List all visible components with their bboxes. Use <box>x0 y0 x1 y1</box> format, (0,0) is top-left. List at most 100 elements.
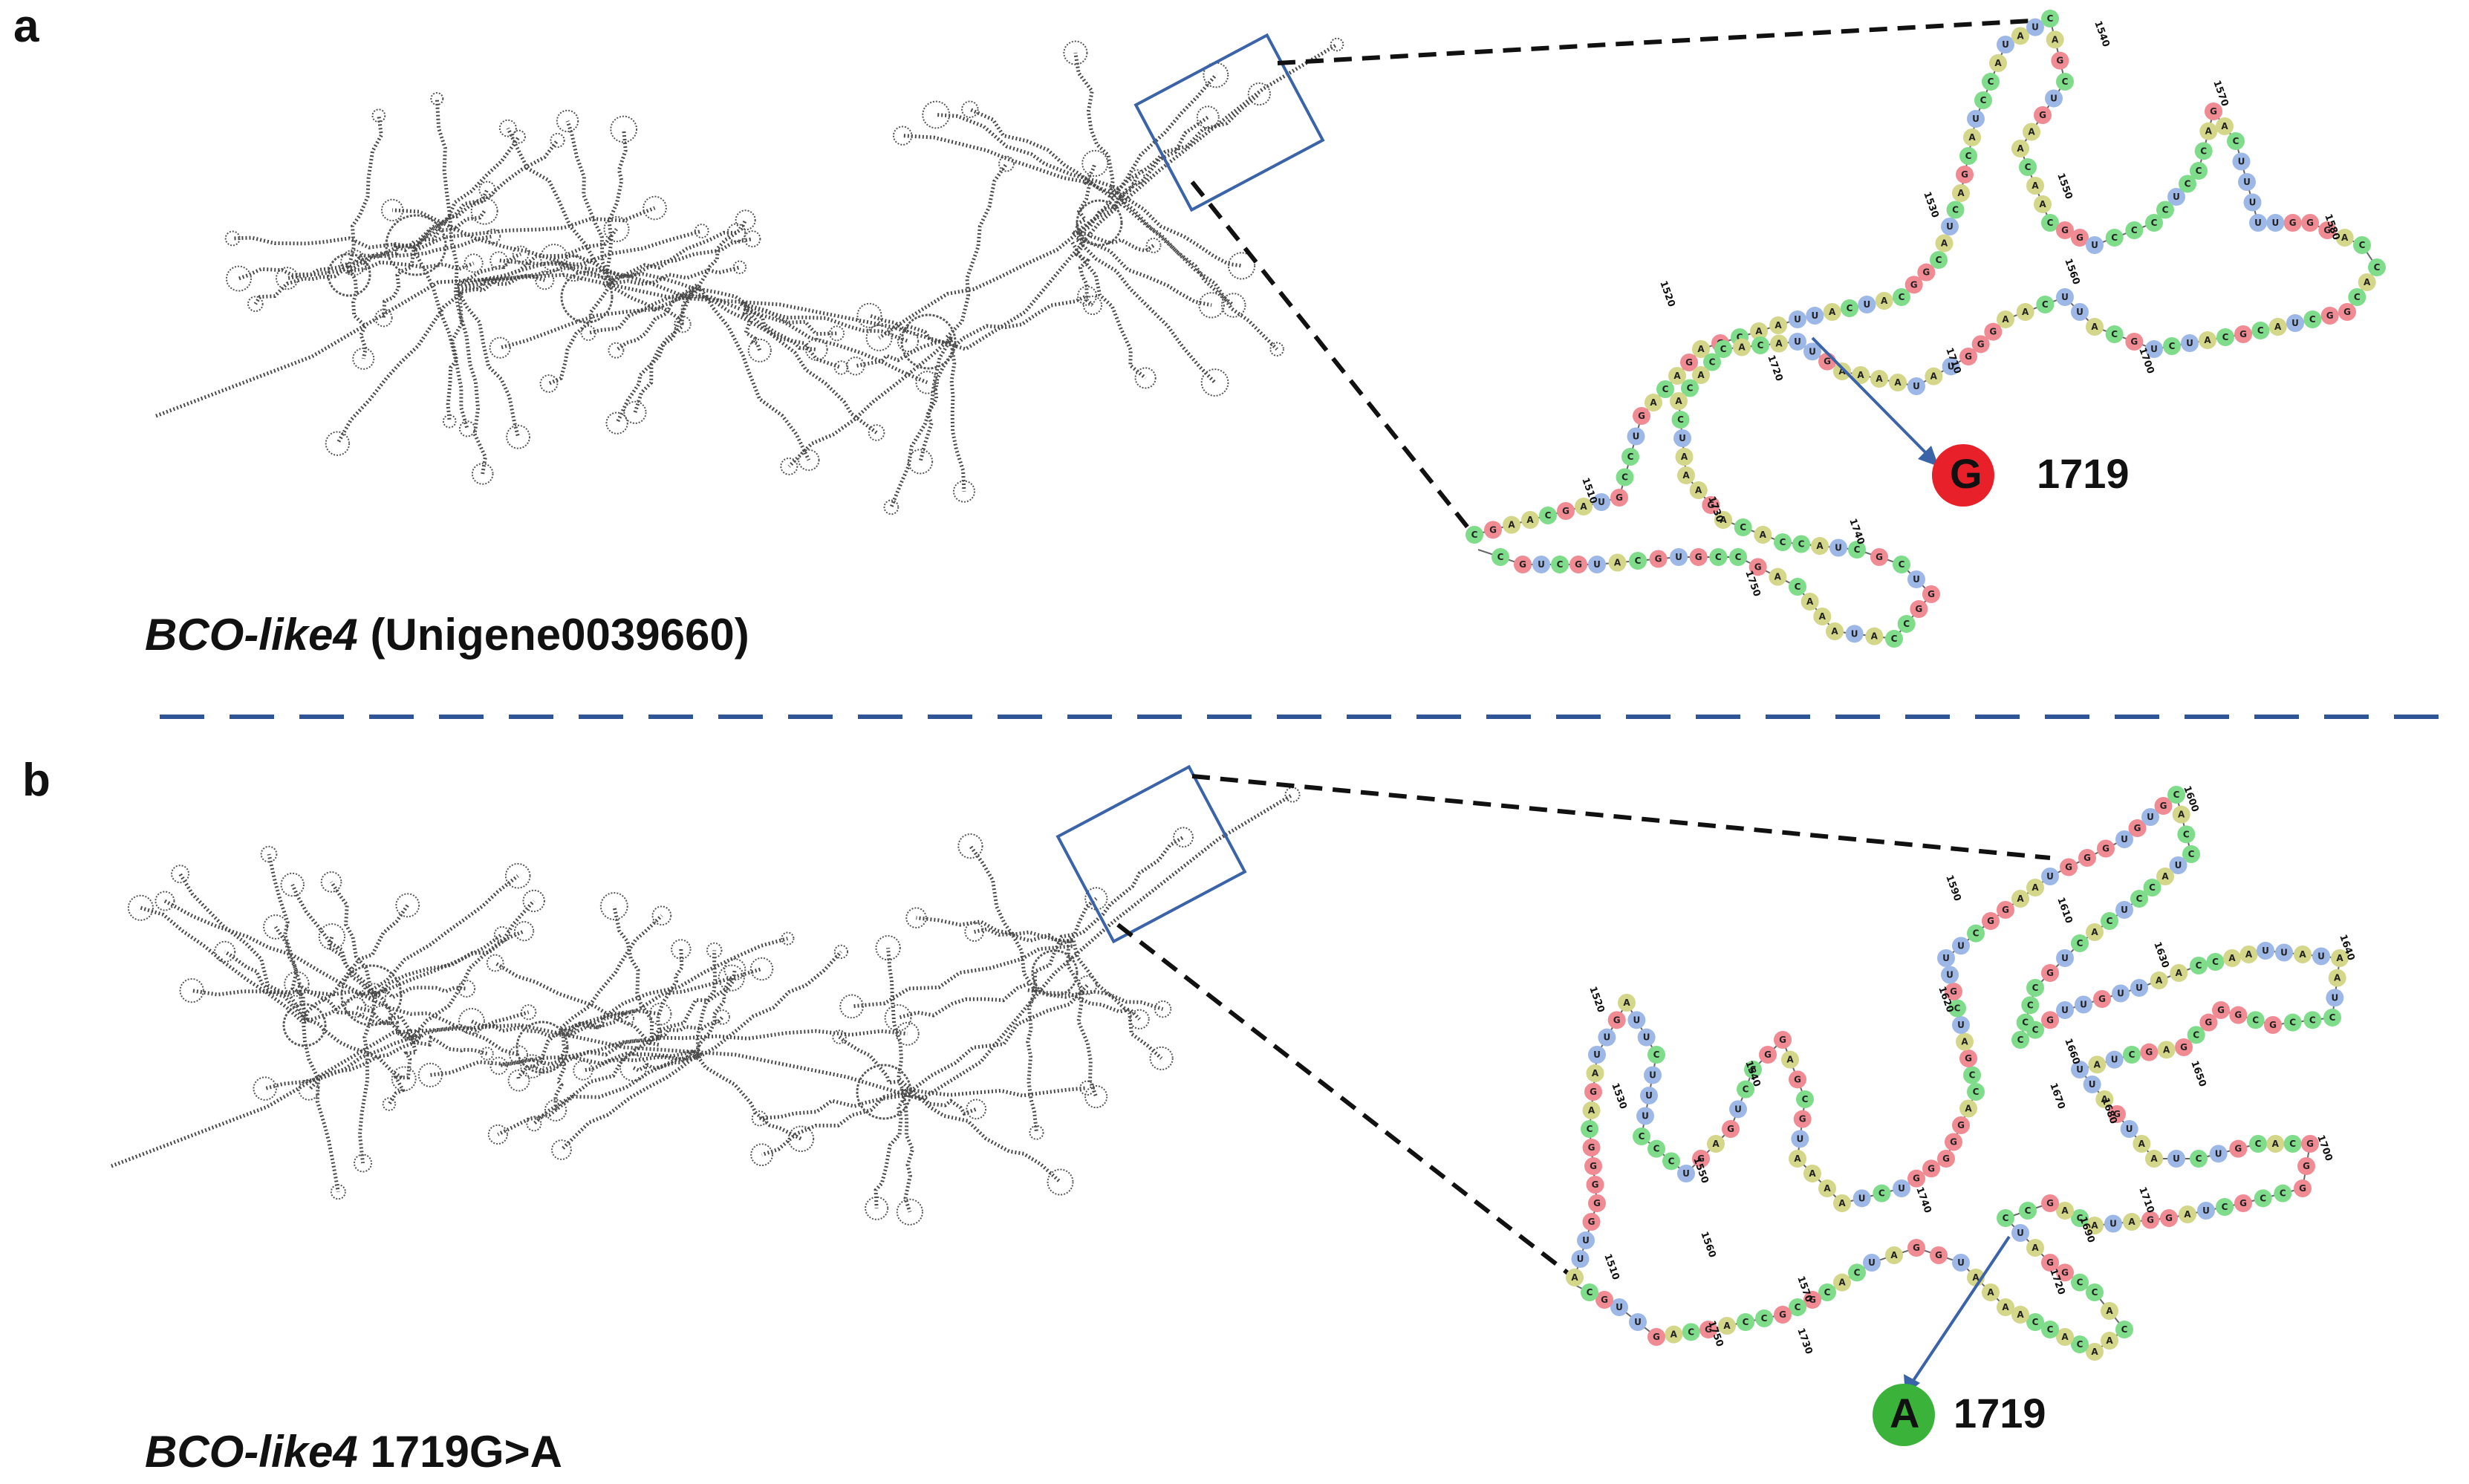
nucleotide-letter: U <box>1603 1032 1610 1043</box>
nucleotide <box>1904 276 1923 294</box>
nucleotide-letter: C <box>2196 166 2202 176</box>
nucleotide-letter: U <box>2186 338 2193 348</box>
hairpin-loop <box>498 119 517 137</box>
nucleotide <box>1629 552 1647 570</box>
nucleotide-letter: U <box>1858 1193 1866 1203</box>
nucleotide <box>2257 942 2274 960</box>
nucleotide <box>1823 303 1841 321</box>
nucleotide-letter: G <box>1913 1243 1920 1253</box>
nucleotide-letter: U <box>1679 433 1686 443</box>
nucleotide <box>1539 507 1557 524</box>
nucleotide-letter: U <box>2126 1124 2133 1134</box>
nucleotide <box>1744 1061 1762 1078</box>
nucleotide-letter: C <box>1750 1064 1757 1075</box>
nucleotide-letter: U <box>2002 39 2009 50</box>
nucleotide <box>1941 966 1959 984</box>
nucleotide <box>2156 868 2174 885</box>
nucleotide-letter: C <box>2193 1029 2199 1040</box>
nucleotide <box>1581 1120 1598 1138</box>
nucleotide <box>2286 314 2304 332</box>
nucleotide <box>2177 825 2196 844</box>
nucleotide <box>1826 622 1844 640</box>
nucleotide-letter: G <box>2269 1020 2277 1030</box>
nucleotide <box>2133 1135 2151 1153</box>
structure-stem <box>498 258 741 310</box>
nucleotide-letter: U <box>1835 543 1842 553</box>
structure-stem <box>918 345 957 463</box>
hairpin-loop <box>509 1045 528 1064</box>
nucleotide <box>2078 849 2096 867</box>
structure-stem <box>111 793 1294 1168</box>
hairpin-loop <box>253 1076 277 1101</box>
structure-stem <box>906 1086 1087 1098</box>
position-label: 1670 <box>2047 1081 2066 1110</box>
hairpin-loop <box>1173 827 1194 848</box>
nucleotide-letter: C <box>2032 1025 2039 1035</box>
nucleotide <box>1707 1135 1725 1153</box>
nucleotide <box>2249 1135 2267 1153</box>
nucleotide <box>2056 221 2074 239</box>
nucleotide-letter: U <box>2317 951 2325 962</box>
hairpin-loop <box>896 1198 923 1226</box>
nucleotide <box>1907 377 1925 395</box>
nucleotide <box>2026 18 2044 36</box>
nucleotide <box>2071 229 2089 247</box>
nucleotide-letter: G <box>1950 1137 1957 1148</box>
caption-b-rest: 1719G>A <box>370 1427 562 1477</box>
hairpin-loop <box>489 251 508 270</box>
nucleotide <box>2335 229 2354 247</box>
nucleotide <box>1582 1101 1601 1119</box>
nucleotide-letter: A <box>1819 611 1826 622</box>
nucleotide <box>2071 1335 2089 1353</box>
nucleotide-letter: C <box>1761 1313 1768 1324</box>
nucleotide <box>2170 964 2188 982</box>
nucleotide <box>1875 292 1893 310</box>
nucleotide-letter: A <box>1838 1278 1846 1288</box>
nucleotide <box>2301 1135 2319 1153</box>
hairpin-loop <box>551 1139 572 1160</box>
hairpin-loop <box>828 325 845 342</box>
nucleotide <box>2011 1224 2029 1242</box>
nucleotide-letter: C <box>2062 77 2069 87</box>
nucleotide-letter: A <box>2156 975 2163 986</box>
structure-stem <box>308 1039 420 1092</box>
structure-stem <box>301 1018 340 1193</box>
nucleotide <box>2246 1011 2265 1029</box>
nucleotide <box>1792 535 1810 553</box>
nucleotide-letter: C <box>2025 1205 2032 1216</box>
nucleotide <box>2251 322 2270 339</box>
nucleotide-letter: U <box>1957 1020 1965 1030</box>
nucleotide-letter: A <box>2204 335 2211 345</box>
nucleotide <box>2227 132 2245 150</box>
nucleotide-letter: G <box>1935 1250 1942 1260</box>
hairpin-loop <box>395 893 420 918</box>
hairpin-loop <box>374 308 393 328</box>
nucleotide-letter: U <box>1863 299 1870 310</box>
nucleotide-letter: G <box>2239 329 2247 339</box>
nucleotide-letter: C <box>1952 205 1959 215</box>
nucleotide-letter: U <box>2147 812 2154 822</box>
hairpin-loop <box>747 338 772 362</box>
nucleotide <box>1645 394 1662 411</box>
structure-stem <box>374 929 525 998</box>
nucleotide <box>1793 1110 1812 1128</box>
hairpin-loop <box>620 1012 635 1026</box>
nucleotide <box>1640 1087 1658 1104</box>
nucleotide <box>1733 338 1751 357</box>
nucleotide <box>2169 856 2187 874</box>
nucleotide-letter: C <box>2374 262 2381 273</box>
nucleotide <box>2172 805 2190 824</box>
nucleotide <box>1737 1313 1754 1331</box>
nucleotide <box>1692 340 1710 358</box>
nucleotide <box>1616 468 1634 486</box>
nucleotide-letter: C <box>1757 340 1764 351</box>
nucleotide-letter: U <box>2076 1064 2083 1075</box>
nucleotide-letter: C <box>2289 1018 2296 1028</box>
panel-letter-a: a <box>13 1 39 52</box>
structure-stem <box>949 336 966 492</box>
nucleotide <box>1774 533 1792 551</box>
hairpin-loop <box>1134 367 1157 389</box>
nucleotide <box>1922 1159 1940 1178</box>
nucleotide <box>2019 1202 2037 1220</box>
structure-stem <box>494 961 652 1046</box>
